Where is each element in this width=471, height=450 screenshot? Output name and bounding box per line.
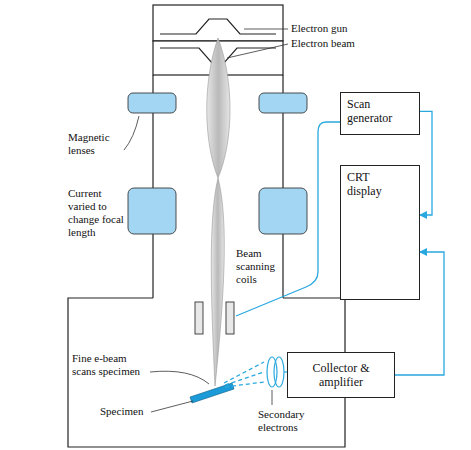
leader-lines: [124, 29, 288, 412]
specimen-stage: [190, 383, 234, 403]
coil: [226, 302, 234, 334]
leader-line: [150, 371, 209, 384]
leader-line: [151, 401, 193, 412]
magnetic-lenses: [128, 93, 307, 234]
lens-pole: [128, 188, 176, 234]
gun-upper-housing: [153, 5, 283, 41]
collector-loops: [267, 357, 287, 387]
leader-line: [272, 390, 273, 405]
beam-lobe: [207, 38, 230, 178]
electron-path: [225, 372, 264, 385]
coil-wire: [236, 122, 340, 316]
secondary-electrons: [224, 362, 264, 387]
signal-connector: [420, 111, 432, 215]
leader-line: [244, 29, 288, 30]
part-label: Fine e-beam scans specimen: [72, 352, 150, 378]
beam-lobe: [211, 178, 224, 386]
part-label: Beam scanning coils: [236, 247, 282, 286]
process-box: CRT display: [340, 165, 420, 300]
chamber-wall: [283, 298, 345, 352]
part-label: Secondary electrons: [258, 408, 324, 434]
leader-line: [124, 116, 139, 150]
lens-pole: [259, 188, 307, 234]
box-text: Scan generator: [347, 97, 413, 125]
box-text: CRT display: [347, 170, 397, 198]
part-label: Specimen: [100, 405, 160, 418]
part-label: Current varied to change focal length: [68, 187, 126, 239]
coil: [195, 302, 203, 334]
lens-pole: [259, 93, 307, 113]
electron-path: [225, 382, 264, 387]
leader-line: [227, 44, 288, 58]
gun-cathode: [160, 19, 276, 34]
box-text: Collector & amplifier: [294, 361, 388, 389]
scanning-coils: [195, 302, 234, 334]
part-label: Magnetic lenses: [68, 131, 126, 157]
collector-loop: [274, 357, 284, 387]
part-label: Electron beam: [291, 37, 401, 50]
electron-path: [224, 362, 264, 383]
process-box: Scan generator: [340, 92, 420, 135]
lens-pole: [128, 93, 176, 113]
part-label: Electron gun: [291, 22, 391, 35]
process-box: Collector & amplifier: [287, 352, 395, 398]
